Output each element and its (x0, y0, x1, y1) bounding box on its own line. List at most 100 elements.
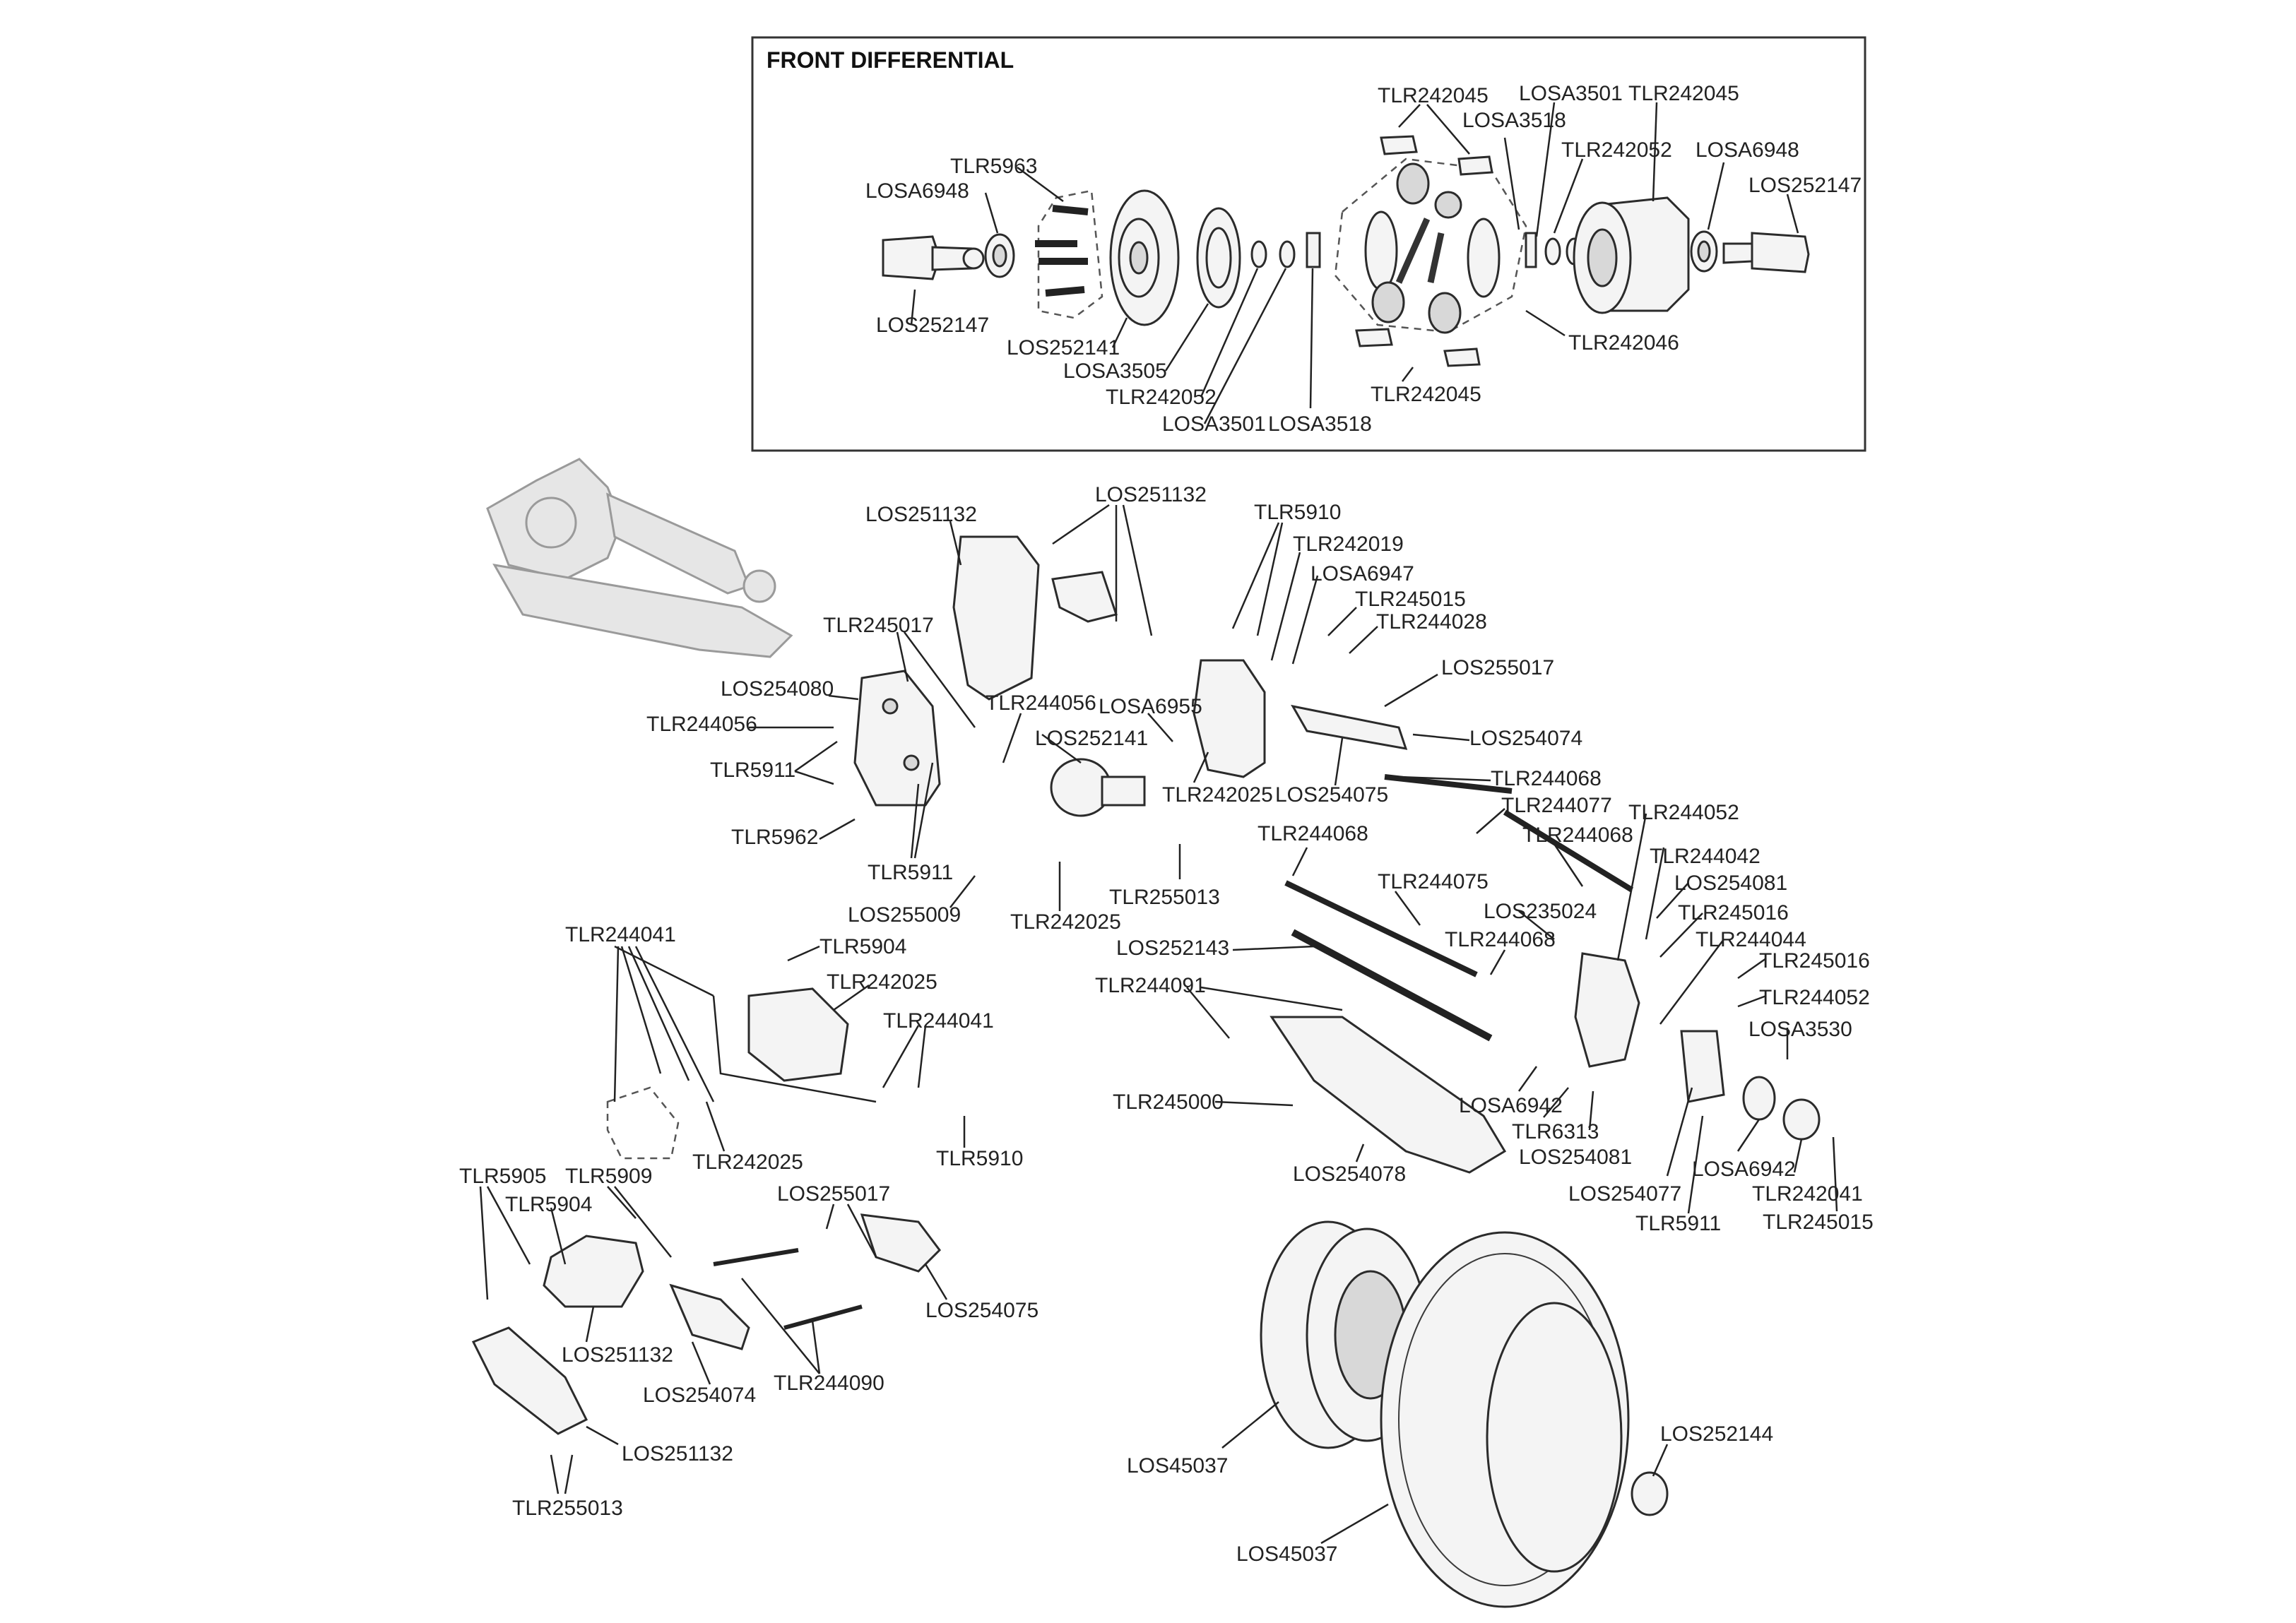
label-tlr245016-upper: TLR245016 (1678, 901, 1789, 925)
label-los254075: LOS254075 (1275, 783, 1388, 807)
label-tlr242025-bulkhead: TLR242025 (1162, 783, 1273, 807)
label-tlr244028: TLR244028 (1376, 610, 1487, 634)
label-tlr255013-mid: TLR255013 (1109, 886, 1220, 909)
label-los252144: LOS252144 (1660, 1422, 1773, 1446)
lower-arm-part (1270, 1016, 1507, 1174)
label-losa3530: LOSA3530 (1748, 1018, 1852, 1041)
ring-gear-part (1109, 189, 1180, 326)
label-tlr244052-upper: TLR244052 (1628, 801, 1739, 824)
label-tlr244041-left: TLR244041 (565, 923, 676, 946)
front-differential-inset: FRONT DIFFERENTIAL (751, 36, 1866, 452)
label-tlr242025-mount: TLR242025 (1010, 910, 1121, 934)
skid-sway-bar-part (606, 987, 877, 1160)
label-tlr244068-lower: TLR244068 (1445, 928, 1556, 951)
label-tlr242045-right: TLR242045 (1628, 82, 1739, 105)
cross-pin-plates-part (1355, 135, 1493, 367)
inset-title: FRONT DIFFERENTIAL (767, 47, 1014, 73)
label-losa3501-top: LOSA3501 (1519, 82, 1623, 105)
label-tlr5911-upper: TLR5911 (710, 759, 795, 782)
label-tlr244068-upper: TLR244068 (1491, 767, 1602, 790)
label-tlr244056-left: TLR244056 (646, 713, 757, 736)
label-tlr242052-bottom: TLR242052 (1106, 386, 1217, 409)
label-los45037-tire: LOS45037 (1236, 1542, 1337, 1566)
label-tlr5911-lower: TLR5911 (868, 861, 953, 884)
pin-part (1306, 232, 1321, 268)
label-tlr5962: TLR5962 (731, 826, 818, 849)
label-tlr244044: TLR244044 (1696, 928, 1806, 951)
shim-right-part (1544, 237, 1561, 266)
label-losa6947: LOSA6947 (1310, 562, 1414, 585)
label-tlr244052-right: TLR244052 (1759, 986, 1870, 1009)
label-tlr5963: TLR5963 (950, 155, 1037, 178)
label-los254078: LOS254078 (1293, 1163, 1406, 1186)
label-los251132-bumper: LOS251132 (562, 1343, 673, 1367)
screw-group-outline (1037, 189, 1103, 319)
diff-housing-part (1573, 196, 1690, 314)
shock-tower-part (952, 535, 1118, 701)
bearing-left-part (984, 233, 1015, 278)
assembled-suspension-ghost (486, 458, 793, 658)
label-los45037-wheel: LOS45037 (1127, 1454, 1228, 1478)
label-tlr242052-top: TLR242052 (1561, 138, 1672, 162)
label-los254075-bumper: LOS254075 (925, 1299, 1038, 1322)
label-tlr244091: TLR244091 (1095, 974, 1206, 997)
label-tlr244068-right: TLR244068 (1522, 824, 1633, 847)
steering-bellcrank-part (669, 1213, 941, 1350)
label-tlr245017: TLR245017 (823, 614, 934, 637)
label-tlr244042: TLR244042 (1650, 845, 1761, 868)
label-tlr5904-skid: TLR5904 (819, 935, 906, 958)
label-tlr5911-spindle: TLR5911 (1635, 1212, 1721, 1235)
label-los252141-inset: LOS252141 (1007, 336, 1120, 359)
label-tlr245015-lower: TLR245015 (1763, 1211, 1874, 1234)
spider-gears-part (1364, 162, 1501, 334)
label-los252141: LOS252141 (1035, 727, 1148, 750)
o-ring-part (1250, 240, 1267, 268)
label-tlr6313: TLR6313 (1512, 1120, 1599, 1143)
tire-part (1380, 1231, 1630, 1608)
label-tlr242019: TLR242019 (1293, 533, 1404, 556)
label-losa3505: LOSA3505 (1063, 359, 1167, 383)
spider-gear-outline (1334, 157, 1527, 333)
label-tlr242025-skid: TLR242025 (827, 970, 937, 994)
label-los254081-lower: LOS254081 (1519, 1146, 1632, 1169)
label-los252143: LOS252143 (1116, 937, 1229, 960)
label-los255009: LOS255009 (848, 903, 961, 927)
label-tlr5909: TLR5909 (565, 1165, 652, 1188)
inset-leaders (910, 102, 1799, 424)
front-bulkhead-part (1193, 659, 1266, 778)
label-losa6942-left: LOSA6942 (1459, 1094, 1563, 1117)
label-tlr244068-left: TLR244068 (1258, 822, 1368, 845)
spindle-steering-part (1574, 952, 1821, 1141)
label-tlr244077: TLR244077 (1501, 794, 1612, 817)
label-los235024: LOS235024 (1484, 900, 1597, 923)
label-tlr242046: TLR242046 (1568, 331, 1679, 355)
label-tlr5910-sway: TLR5910 (936, 1147, 1023, 1170)
pin-right-part (1525, 232, 1537, 268)
label-losa6942-right: LOSA6942 (1692, 1158, 1796, 1181)
label-los254074-bumper: LOS254074 (643, 1384, 756, 1407)
label-los254074: LOS254074 (1469, 727, 1582, 750)
label-losa6948-left: LOSA6948 (865, 179, 969, 203)
outdrive-right-part (1722, 232, 1810, 273)
label-losa6948-right: LOSA6948 (1696, 138, 1799, 162)
bearing-right-part (1690, 230, 1718, 273)
label-tlr245016-right: TLR245016 (1759, 949, 1870, 973)
label-tlr244090: TLR244090 (774, 1372, 884, 1395)
main-leaders (479, 504, 1838, 1545)
label-los255017: LOS255017 (1441, 656, 1554, 679)
shim-part (1279, 240, 1296, 268)
label-los254081-upper: LOS254081 (1674, 872, 1787, 895)
label-tlr255013-bumper: TLR255013 (512, 1497, 623, 1520)
bulkhead-plate-part (853, 670, 941, 807)
label-tlr245000: TLR245000 (1113, 1090, 1224, 1114)
screw-set-part (1035, 205, 1089, 297)
label-losa6955: LOSA6955 (1099, 695, 1202, 718)
label-tlr242045-top: TLR242045 (1378, 84, 1489, 107)
label-tlr5905: TLR5905 (459, 1165, 546, 1188)
label-los255017-bumper: LOS255017 (777, 1182, 890, 1206)
center-diff-part (1050, 758, 1146, 817)
inset-frame (751, 36, 1866, 452)
wheel-nut-part (1631, 1471, 1669, 1516)
